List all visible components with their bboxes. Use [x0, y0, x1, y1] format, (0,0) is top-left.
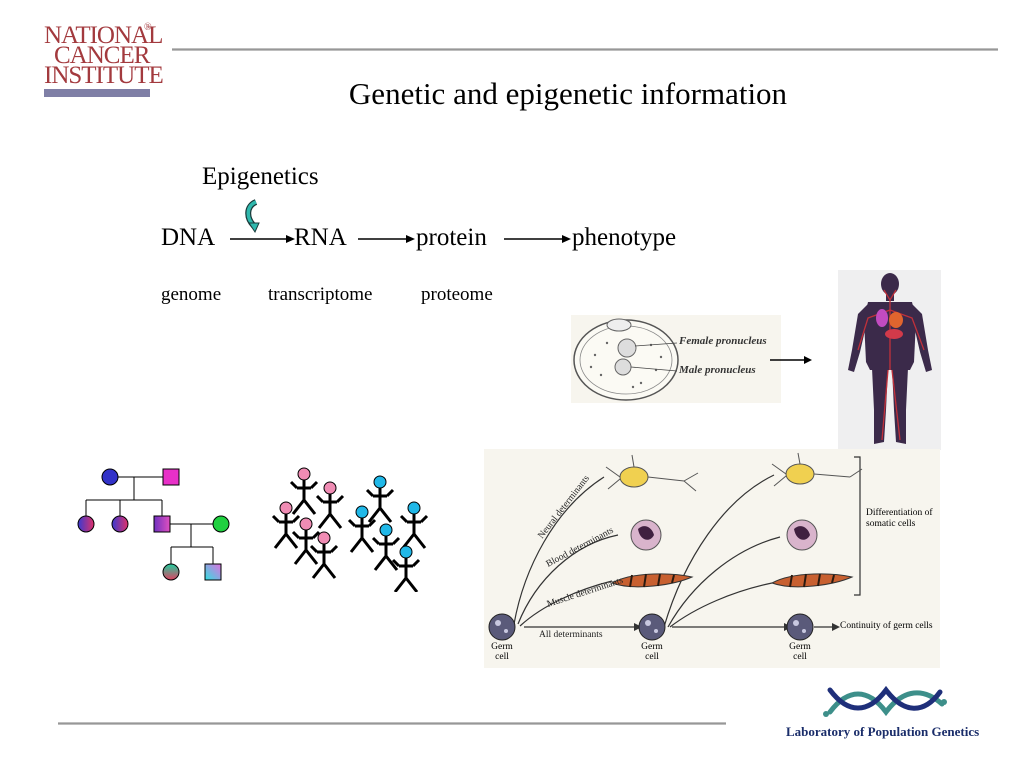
label-continuity: Continuity of germ cells [840, 621, 933, 631]
zygote-to-body-arrow [770, 356, 812, 364]
slide-title: Genetic and epigenetic information [348, 76, 788, 111]
top-rule [172, 48, 998, 51]
population-figures [271, 467, 429, 592]
pedigree-founder-female [101, 468, 119, 486]
label-differentiation: Differentiation of somatic cells [866, 508, 933, 529]
omic-proteome: proteome [421, 284, 493, 305]
female-pronucleus-label: Female pronucleus [679, 335, 767, 347]
flow-phenotype: phenotype [572, 224, 677, 251]
flow-protein: protein [416, 224, 487, 251]
label-blood-determinants: Blood determinants [545, 526, 616, 570]
stick-figure [399, 501, 429, 549]
germline-drawing: Neural determinants Blood determinants M… [488, 452, 863, 641]
pedigree-grandchild-2 [204, 563, 222, 581]
human-body-image [838, 270, 941, 450]
flow-dna: DNA [161, 224, 216, 251]
omic-transcriptome: transcriptome [268, 284, 373, 305]
pedigree-spouse [212, 515, 230, 533]
muscle-cells [610, 573, 854, 588]
label-neural-determinants: Neural determinants [536, 474, 592, 541]
germline-image: Neural determinants Blood determinants M… [484, 449, 940, 668]
germ-cell-label-2: Germ cell [641, 642, 663, 662]
logo-line-1: NATIONAL [44, 22, 163, 49]
stick-figure [347, 505, 377, 553]
pedigree-grandchild-1 [162, 563, 180, 581]
pedigree-chart [77, 468, 230, 581]
pedigree-child-1 [77, 515, 95, 533]
dna-helix-icon [823, 685, 947, 717]
label-muscle-determinants: Muscle determinants [546, 576, 625, 610]
zygote-drawing [573, 318, 679, 401]
epigenetics-label: Epigenetics [202, 163, 319, 190]
stick-figure [291, 517, 321, 565]
pedigree-founder-male [162, 468, 180, 486]
flow-arrows [230, 235, 571, 243]
stick-figure [391, 545, 421, 592]
human-body-drawing [848, 273, 932, 444]
nci-logo: NATIONAL CANCER INSTITUTE ® [40, 22, 164, 98]
zygote-image: Female pronucleus Male pronucleus [571, 315, 781, 403]
pedigree-child-2 [111, 515, 129, 533]
lab-name: Laboratory of Population Genetics [786, 724, 980, 739]
lab-logo: Laboratory of Population Genetics [778, 684, 984, 746]
stick-figure [309, 531, 339, 579]
male-pronucleus-label: Male pronucleus [679, 364, 756, 376]
label-all-determinants: All determinants [539, 630, 603, 640]
neuron-cells [605, 452, 863, 492]
blood-cells [630, 519, 818, 551]
germ-cell-label-1: Germ cell [491, 642, 513, 662]
curved-arrow-icon [245, 199, 260, 234]
stick-figure [365, 475, 395, 523]
registered-mark: ® [144, 22, 152, 33]
germ-cell-label-3: Germ cell [789, 642, 811, 662]
logo-line-3: INSTITUTE [44, 62, 164, 89]
stick-figure [271, 501, 301, 549]
logo-bar [44, 89, 150, 97]
logo-line-2: CANCER [54, 42, 150, 69]
stick-figure [289, 467, 319, 515]
germ-cells [488, 613, 814, 641]
omic-genome: genome [161, 284, 222, 305]
stick-figure [315, 481, 345, 529]
flow-rna: RNA [294, 224, 347, 251]
stick-figure [371, 523, 401, 571]
bottom-rule [58, 722, 726, 725]
pedigree-child-3 [153, 515, 171, 533]
